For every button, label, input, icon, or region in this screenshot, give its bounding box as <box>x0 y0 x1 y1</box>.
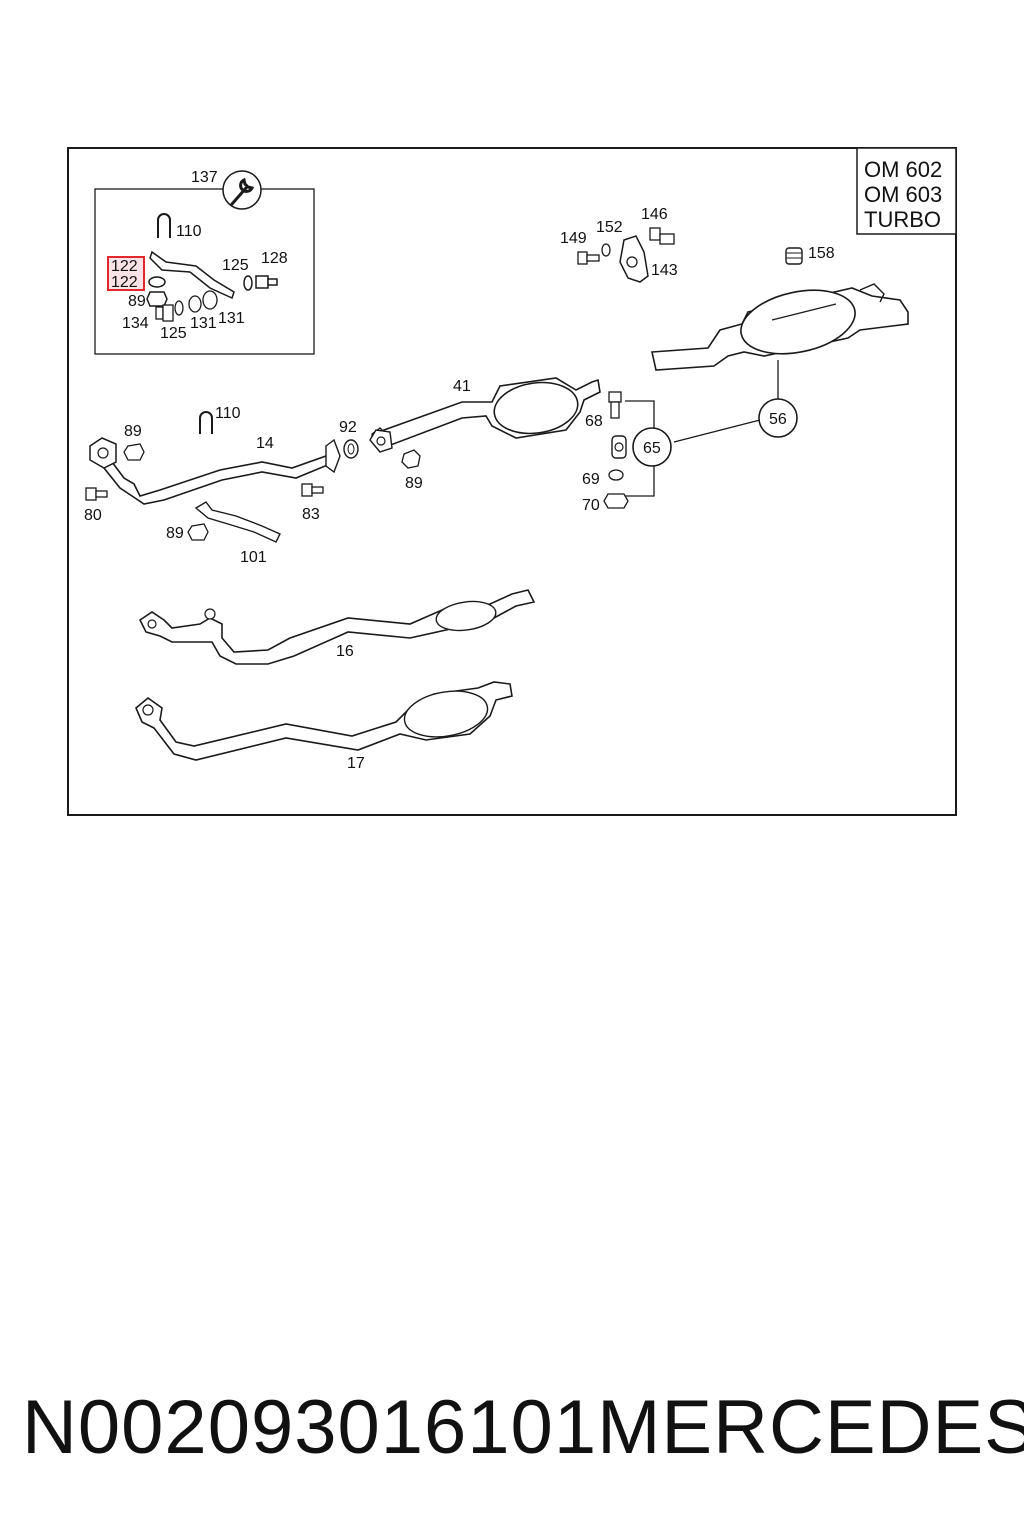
washer-icon <box>148 276 166 288</box>
spacer-icon <box>202 290 218 310</box>
center-silencer-pipe <box>370 377 601 448</box>
inset-label-125-b: 125 <box>160 325 187 342</box>
wrench-icon <box>222 170 262 210</box>
part-label-89-bracket: 89 <box>166 525 184 542</box>
part-label-158: 158 <box>808 245 835 262</box>
u-bolt-icon <box>199 411 213 434</box>
leader-line <box>673 419 761 443</box>
engine-box: OM 602 OM 603 TURBO <box>856 147 957 235</box>
nut-icon <box>146 291 168 307</box>
inset-label-89: 89 <box>128 293 146 310</box>
part-label-69: 69 <box>582 471 600 488</box>
callout-65: 65 <box>632 427 672 467</box>
highlight-box <box>107 256 145 291</box>
part-label-83: 83 <box>302 506 320 523</box>
part-label-80: 80 <box>84 507 102 524</box>
bolt-icon <box>155 304 174 322</box>
bracket-icon <box>194 501 281 543</box>
clamp-icon <box>611 435 627 459</box>
inset-label-134: 134 <box>122 315 149 332</box>
inset-box: 137 110 122 122 89 125 128 134 125 131 <box>94 169 315 355</box>
bolt-icon <box>85 487 108 501</box>
front-pipe-14 <box>89 437 341 505</box>
part-label-152: 152 <box>596 219 623 236</box>
pipe-17 <box>135 681 513 761</box>
flange-icon <box>369 429 393 453</box>
bolt-icon <box>301 483 324 497</box>
hanger-icon <box>619 235 649 283</box>
part-label-92: 92 <box>339 419 357 436</box>
part-label-149: 149 <box>560 230 587 247</box>
part-label-17: 17 <box>347 755 365 772</box>
nut-icon <box>603 493 629 509</box>
spacer-icon <box>188 295 202 313</box>
inset-label-137: 137 <box>191 169 218 186</box>
part-number: N002093016101 <box>22 1384 598 1470</box>
washer-icon <box>601 243 611 257</box>
nut-icon <box>401 449 421 469</box>
engine-line-1: OM 602 <box>864 157 942 182</box>
caption: N002093016101 MERCEDES <box>22 1372 1024 1482</box>
part-label-68: 68 <box>585 413 603 430</box>
ring-icon <box>343 439 359 459</box>
bolt-icon <box>255 275 278 289</box>
callout-56: 56 <box>758 398 798 438</box>
pipe-16 <box>138 589 536 665</box>
part-label-89-top: 89 <box>124 423 142 440</box>
callout-56-label: 56 <box>769 411 787 428</box>
part-label-146: 146 <box>641 206 668 223</box>
part-label-41: 41 <box>453 378 471 395</box>
inset-label-122-b: 122 <box>111 274 138 291</box>
washer-icon <box>608 469 624 481</box>
bolt-icon <box>577 251 600 265</box>
diagram-frame <box>67 147 957 816</box>
washer-icon <box>174 300 184 316</box>
part-label-89-right: 89 <box>405 475 423 492</box>
engine-line-2: OM 603 <box>864 182 942 207</box>
part-label-16: 16 <box>336 643 354 660</box>
washer-icon <box>243 275 253 291</box>
part-label-14: 14 <box>256 435 274 452</box>
nut-icon <box>123 443 145 461</box>
rubber-mount-icon <box>785 247 803 265</box>
callout-65-label: 65 <box>643 440 661 457</box>
inset-label-128: 128 <box>261 250 288 267</box>
rear-silencer <box>651 283 909 371</box>
bracket-icon <box>149 250 235 300</box>
inset-label-122-a: 122 <box>111 258 138 275</box>
inset-label-110: 110 <box>176 223 202 240</box>
bolt-icon <box>608 391 622 419</box>
part-label-70: 70 <box>582 497 600 514</box>
part-label-143: 143 <box>651 262 678 279</box>
part-label-110: 110 <box>215 405 241 422</box>
nut-icon <box>187 523 209 541</box>
inset-label-125-a: 125 <box>222 257 249 274</box>
engine-line-3: TURBO <box>864 207 941 232</box>
inset-label-131-a: 131 <box>190 315 217 332</box>
u-bolt-icon <box>157 213 171 238</box>
brand-name: MERCEDES <box>597 1384 1024 1470</box>
bolt-icon <box>649 227 675 245</box>
inset-label-131-b: 131 <box>218 310 245 327</box>
part-label-101: 101 <box>240 549 267 566</box>
